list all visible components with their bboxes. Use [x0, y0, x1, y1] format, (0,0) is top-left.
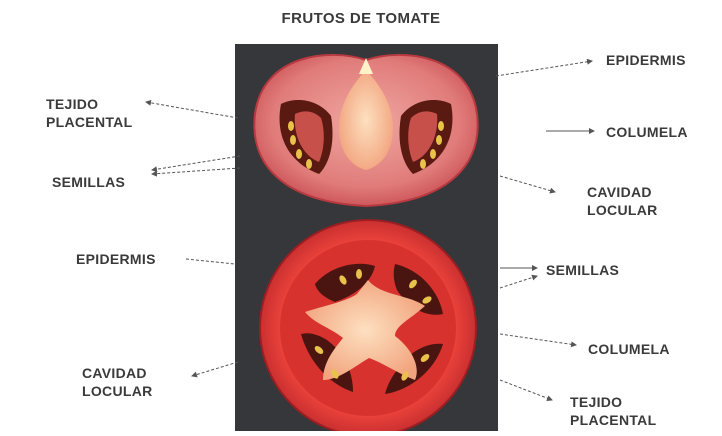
label-bottom-semillas: SEMILLAS — [546, 261, 619, 279]
arrow-top-tejido-placental — [146, 102, 238, 118]
arrow-top-epidermis — [496, 61, 592, 76]
label-top-tejido-placental: TEJIDO PLACENTAL — [46, 95, 132, 131]
arrow-bottom-tejido-placental — [500, 380, 552, 400]
arrow-bottom-semillas-2 — [500, 276, 537, 288]
arrow-bottom-epidermis — [186, 259, 235, 264]
label-bottom-cavidad-locular: CAVIDAD LOCULAR — [82, 364, 153, 400]
label-top-epidermis: EPIDERMIS — [606, 51, 686, 69]
arrow-top-semillas-1 — [152, 156, 240, 170]
label-bottom-tejido-placental: TEJIDO PLACENTAL — [570, 393, 656, 429]
arrow-top-cavidad-locular — [500, 176, 555, 192]
label-top-columela: COLUMELA — [606, 123, 688, 141]
label-top-cavidad-locular: CAVIDAD LOCULAR — [587, 183, 658, 219]
label-top-semillas: SEMILLAS — [52, 173, 125, 191]
arrow-bottom-columela — [500, 334, 576, 345]
arrow-top-semillas-2 — [152, 168, 240, 174]
arrow-bottom-cavidad-locular — [192, 362, 238, 376]
label-bottom-epidermis: EPIDERMIS — [76, 250, 156, 268]
label-bottom-columela: COLUMELA — [588, 340, 670, 358]
